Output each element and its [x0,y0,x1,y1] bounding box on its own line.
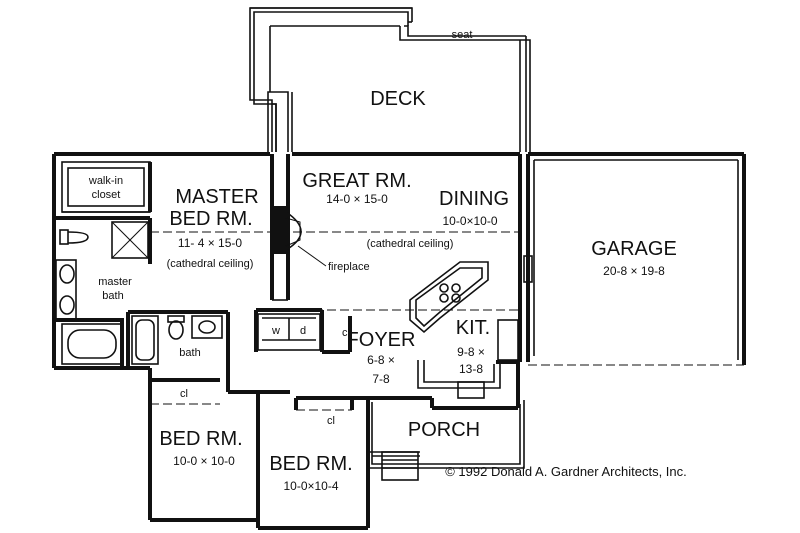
fireplace-label-group: fireplace [297,245,370,273]
deck-labels: DECK seat [370,29,472,110]
kitchen-labels: KIT. 9-8 × 13-8 [456,317,490,376]
deck-seat-label: seat [452,29,473,41]
bed-2-name: BED RM. [269,453,352,475]
foyer-closet-label: cl [342,327,350,339]
copyright-notice: © 1992 Donald A. Gardner Architects, Inc… [445,464,687,479]
master-bed-name-line1: MASTER [175,186,258,208]
dining-labels: DINING 10-0×10-0 (cathedral ceiling) [367,188,509,250]
walk-in-closet-labels: walk-in closet [88,175,123,201]
foyer-name: FOYER [347,329,416,351]
deck-name: DECK [370,88,426,110]
dining-name: DINING [439,188,509,210]
bed-2-closet: cl [327,415,335,427]
bed-2-labels: BED RM. 10-0×10-4 cl [269,415,352,493]
foyer-dims-line2: 7-8 [372,372,390,386]
master-bath-line2: bath [102,290,123,302]
garage-walls [523,152,746,366]
great-room-labels: GREAT RM. 14-0 × 15-0 [302,170,411,206]
bed-2-dims: 10-0×10-4 [283,479,338,493]
fireplace-label: fireplace [328,261,370,273]
interior-walls [54,154,520,411]
porch-structure [367,398,525,481]
bed-1-labels: BED RM. 10-0 × 10-0 cl [159,388,242,468]
master-bed-name-line2: BED RM. [169,208,252,230]
bed-1-closet: cl [180,388,188,400]
master-bed-dims: 11- 4 × 15-0 [178,236,242,250]
walk-in-closet-line1: walk-in [88,175,123,187]
exterior-walls [52,152,522,530]
bed-1-name: BED RM. [159,428,242,450]
dryer-label: d [300,325,306,337]
washer-label: w [271,325,280,337]
great-room-dims: 14-0 × 15-0 [326,192,388,206]
master-bath-labels: master bath [98,276,132,302]
walk-in-closet-line2: closet [92,189,121,201]
kitchen-dims-line2: 13-8 [459,362,483,376]
porch-name: PORCH [408,419,480,441]
master-bed-labels: MASTER BED RM. 11- 4 × 15-0 (cathedral c… [167,186,259,270]
great-room-name: GREAT RM. [302,170,411,192]
foyer-labels: FOYER 6-8 × 7-8 [347,329,416,386]
dining-ceiling-note: (cathedral ceiling) [367,238,454,250]
foyer-dims-line1: 6-8 × [367,353,395,367]
garage-labels: GARAGE 20-8 × 19-8 [591,238,677,278]
master-bed-ceiling-note: (cathedral ceiling) [167,258,254,270]
bed-1-dims: 10-0 × 10-0 [173,454,235,468]
master-bath-line1: master [98,276,132,288]
garage-name: GARAGE [591,238,677,260]
kitchen-dims-line1: 9-8 × [457,345,485,359]
garage-dims: 20-8 × 19-8 [603,264,665,278]
laundry-labels: w d [271,325,306,337]
kitchen-name: KIT. [456,317,490,339]
dining-dims: 10-0×10-0 [442,214,497,228]
deck-structure [249,7,531,152]
hall-bath-label: bath [179,347,200,359]
